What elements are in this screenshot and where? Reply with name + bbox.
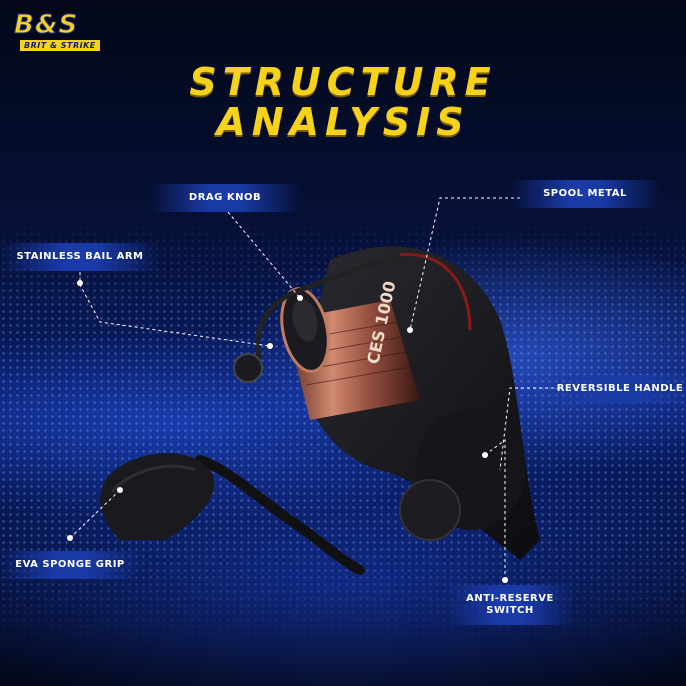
brand-logo: B&S BRIT & STRIKE [12, 10, 102, 54]
title-line-1: STRUCTURE [189, 60, 497, 104]
label-anti-reserve-switch: ANTI-RESERVE SWITCH [445, 585, 575, 625]
handle [100, 453, 365, 575]
bail-roller [233, 353, 263, 383]
logo-brand: B&S [13, 10, 79, 41]
label-eva-sponge-grip: EVA SPONGE GRIP [0, 551, 140, 579]
title-line-2: ANALYSIS [216, 100, 470, 144]
label-drag-knob: DRAG KNOB [150, 184, 300, 212]
label-reversible-handle: REVERSIBLE HANDLE [545, 375, 686, 403]
label-anti-reserve-line1: ANTI-RESERVE [466, 593, 554, 604]
label-spool-metal: SPOOL METAL [510, 180, 660, 208]
leader-lines [69, 197, 560, 580]
label-stainless-bail-arm: STAINLESS BAIL ARM [0, 243, 160, 271]
label-anti-reserve-line2: SWITCH [486, 605, 534, 616]
leader-dots [67, 280, 508, 583]
spool: CES 1000 [280, 279, 420, 420]
logo-tagline: BRIT & STRIKE [20, 40, 100, 51]
bail-arm [254, 255, 411, 361]
